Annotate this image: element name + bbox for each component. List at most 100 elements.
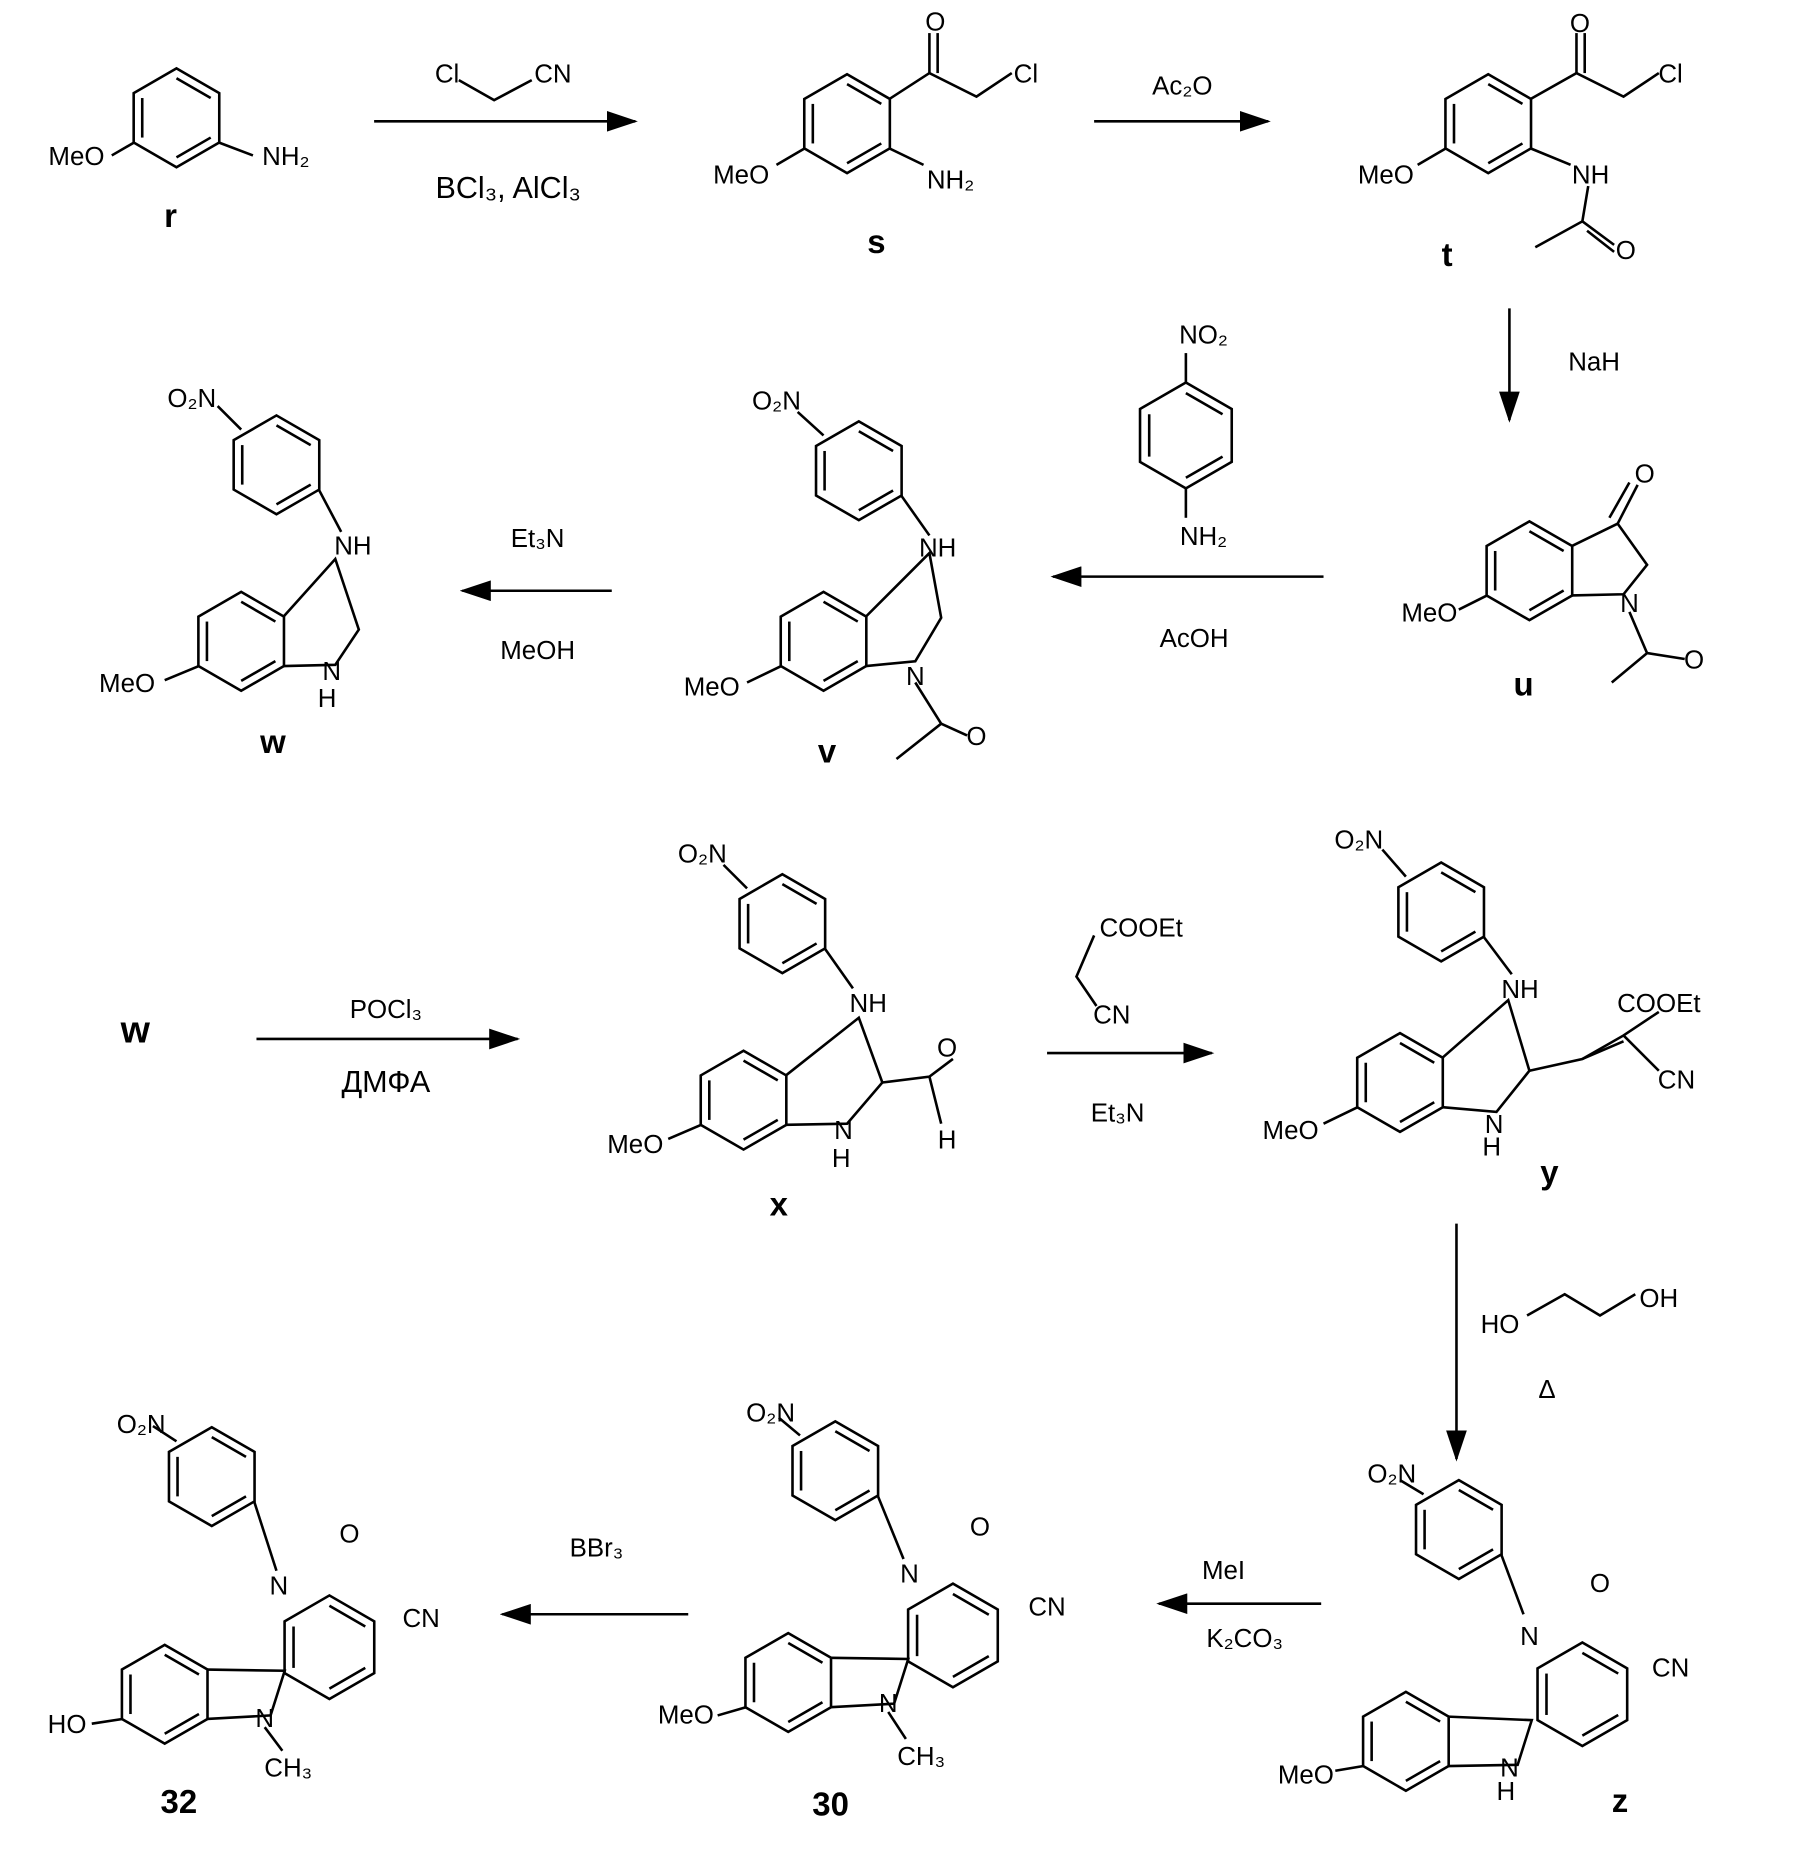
atom-label: O xyxy=(1684,646,1704,674)
bond xyxy=(929,1077,941,1124)
bond xyxy=(1418,148,1446,164)
double-bond xyxy=(276,425,310,445)
atom-label: COOEt xyxy=(1617,990,1700,1018)
double-bond xyxy=(847,143,881,163)
atom-label: N xyxy=(834,1117,853,1145)
five-ring xyxy=(1572,524,1647,596)
bond xyxy=(1531,148,1571,164)
bond xyxy=(1609,483,1629,518)
double-bond xyxy=(782,943,816,963)
atom-label: NH xyxy=(919,535,956,563)
compound-label: w xyxy=(120,1009,151,1051)
atom-label: O xyxy=(1635,461,1655,489)
bond xyxy=(165,666,199,680)
atom-label: AcOH xyxy=(1160,625,1229,653)
atom-label: O₂N xyxy=(1367,1461,1416,1489)
double-bond xyxy=(1582,1715,1618,1736)
atom-label: CN xyxy=(1652,1655,1689,1683)
atom-label: NH xyxy=(1572,162,1609,190)
benzene-ring xyxy=(816,421,902,520)
acetyl xyxy=(1535,186,1588,247)
atom-label: O₂N xyxy=(167,385,216,413)
atom-label: O₂N xyxy=(752,388,801,416)
bond xyxy=(1618,485,1638,524)
atom-label: MeO xyxy=(607,1131,663,1159)
cyanoacetate xyxy=(1076,935,1096,1006)
atom-label: O₂N xyxy=(746,1399,795,1427)
benzene-ring xyxy=(1416,1480,1502,1579)
atom-label: NH xyxy=(850,990,887,1018)
atom-label: Cl xyxy=(1658,61,1682,89)
benzene-ring xyxy=(1398,863,1484,962)
atom-label: NH xyxy=(334,532,371,560)
double-bond xyxy=(1400,1102,1434,1122)
atom-label: Et₃N xyxy=(511,525,565,553)
compound-label: y xyxy=(1540,1154,1559,1191)
atom-label: O xyxy=(1570,10,1590,38)
atom-label: O₂N xyxy=(678,841,727,869)
atom-label: MeI xyxy=(1202,1557,1245,1585)
atom-label: CN xyxy=(402,1605,439,1633)
bond xyxy=(825,948,853,988)
double-bond xyxy=(165,1714,199,1734)
atom-label: N xyxy=(322,658,341,686)
atom-label: N xyxy=(879,1690,898,1718)
atom-label: MeOH xyxy=(500,637,575,665)
labels: MeONH₂rMeONH₂OClsMeONHOClOtMeOONOuNO₂NH₂… xyxy=(48,9,1705,1823)
atom-label: POCl₃ xyxy=(350,996,422,1024)
compound-label: u xyxy=(1513,665,1533,702)
benzene-ring xyxy=(169,1427,255,1526)
ethylene-glycol xyxy=(1527,1294,1635,1315)
pyridone-ring xyxy=(285,1595,375,1699)
double-bond xyxy=(835,1491,869,1511)
atom-label: O xyxy=(966,723,986,751)
benzene-ring xyxy=(740,874,826,973)
five-ring xyxy=(786,1018,882,1125)
benzene-ring xyxy=(793,1421,879,1520)
double-bond xyxy=(953,1656,989,1677)
double-bond xyxy=(1459,1549,1493,1569)
double-bond xyxy=(1441,932,1475,952)
atom-label: MeO xyxy=(48,143,104,171)
double-bond xyxy=(276,485,310,505)
side-chain xyxy=(1531,73,1659,99)
double-bond xyxy=(824,661,858,681)
atom-label: N xyxy=(255,1705,274,1733)
atom-label: HO xyxy=(1481,1311,1520,1339)
bond xyxy=(1582,1041,1623,1059)
bond xyxy=(668,1125,701,1139)
atom-label: MeO xyxy=(1263,1117,1319,1145)
arrows xyxy=(256,121,1509,1614)
bond xyxy=(724,865,748,889)
atom-label: H xyxy=(318,685,337,713)
atom-label: Et₃N xyxy=(1091,1099,1145,1127)
benzene-ring xyxy=(804,74,890,173)
bond xyxy=(747,666,781,682)
double-bond xyxy=(1186,393,1223,414)
atom-label: H xyxy=(1482,1133,1501,1161)
atom-label: MeO xyxy=(658,1702,714,1730)
bond xyxy=(112,143,134,156)
atom-label: O xyxy=(925,9,945,37)
vinyl xyxy=(1529,1012,1658,1071)
atom-label: NH₂ xyxy=(927,166,974,194)
five-ring xyxy=(1442,1000,1529,1112)
double-bond xyxy=(241,661,275,681)
double-bond xyxy=(329,1606,365,1627)
double-bond xyxy=(744,1120,778,1140)
atom-label: HO xyxy=(48,1711,87,1739)
bond xyxy=(798,412,824,436)
compound-label: z xyxy=(1612,1782,1628,1819)
atom-label: O xyxy=(970,1513,990,1541)
five-ring xyxy=(1448,1717,1532,1766)
compound-label: x xyxy=(770,1185,789,1222)
double-bond xyxy=(1529,591,1563,611)
benzene-ring xyxy=(1357,1033,1443,1132)
double-bond xyxy=(859,431,893,451)
acetyl xyxy=(1612,612,1647,683)
double-bond xyxy=(788,1702,822,1722)
double-bond xyxy=(859,491,893,511)
atom-label: MeO xyxy=(1358,162,1414,190)
benzene-ring xyxy=(1445,74,1531,173)
